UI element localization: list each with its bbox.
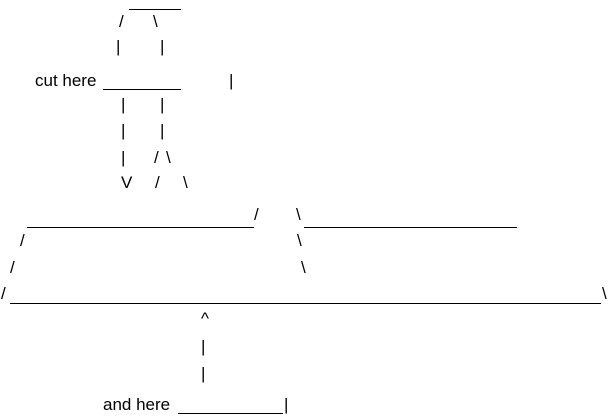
- and-here-label: and here: [103, 395, 171, 414]
- body-right-backslash-1: \: [166, 148, 171, 167]
- head-left-slash: /: [119, 12, 124, 31]
- bottom-right-backslash: \: [602, 284, 607, 303]
- cut-here-pipe: |: [229, 71, 234, 90]
- bottom-long-line: [10, 303, 601, 304]
- upper-left-slash: /: [254, 205, 259, 224]
- head-top-line: [129, 9, 181, 10]
- body-left-pipe-2: |: [121, 121, 126, 140]
- cut-here-label: cut here: [35, 71, 97, 90]
- upper-right-backslash: \: [296, 205, 301, 224]
- body-right-pipe-2: |: [160, 121, 165, 140]
- and-here-end-pipe: |: [284, 395, 289, 414]
- cut-here-line: [103, 89, 181, 90]
- body-right-slash-1: /: [154, 148, 159, 167]
- mid-left-slash-1: /: [20, 231, 25, 250]
- bottom-left-slash: /: [1, 284, 6, 303]
- neck-right-pipe-1: |: [160, 37, 165, 56]
- body-right-slash-2: /: [155, 173, 160, 192]
- mid-left-slash-2: /: [10, 258, 15, 277]
- and-here-line: [178, 413, 283, 414]
- body-left-pipe-1: |: [121, 95, 126, 114]
- head-right-backslash: \: [153, 12, 158, 31]
- body-left-pipe-3: |: [121, 148, 126, 167]
- body-right-pipe-1: |: [160, 95, 165, 114]
- neck-left-pipe-1: |: [116, 37, 121, 56]
- mid-right-backslash-1: \: [297, 231, 302, 250]
- mid-right-backslash-2: \: [301, 258, 306, 277]
- lower-caret: ^: [201, 309, 209, 328]
- lower-pipe-1: |: [201, 337, 206, 356]
- upper-right-line: [304, 227, 517, 228]
- lower-pipe-2: |: [201, 364, 206, 383]
- upper-left-line: [27, 227, 254, 228]
- body-right-backslash-2: \: [183, 173, 188, 192]
- body-arrow-v: V: [121, 173, 133, 192]
